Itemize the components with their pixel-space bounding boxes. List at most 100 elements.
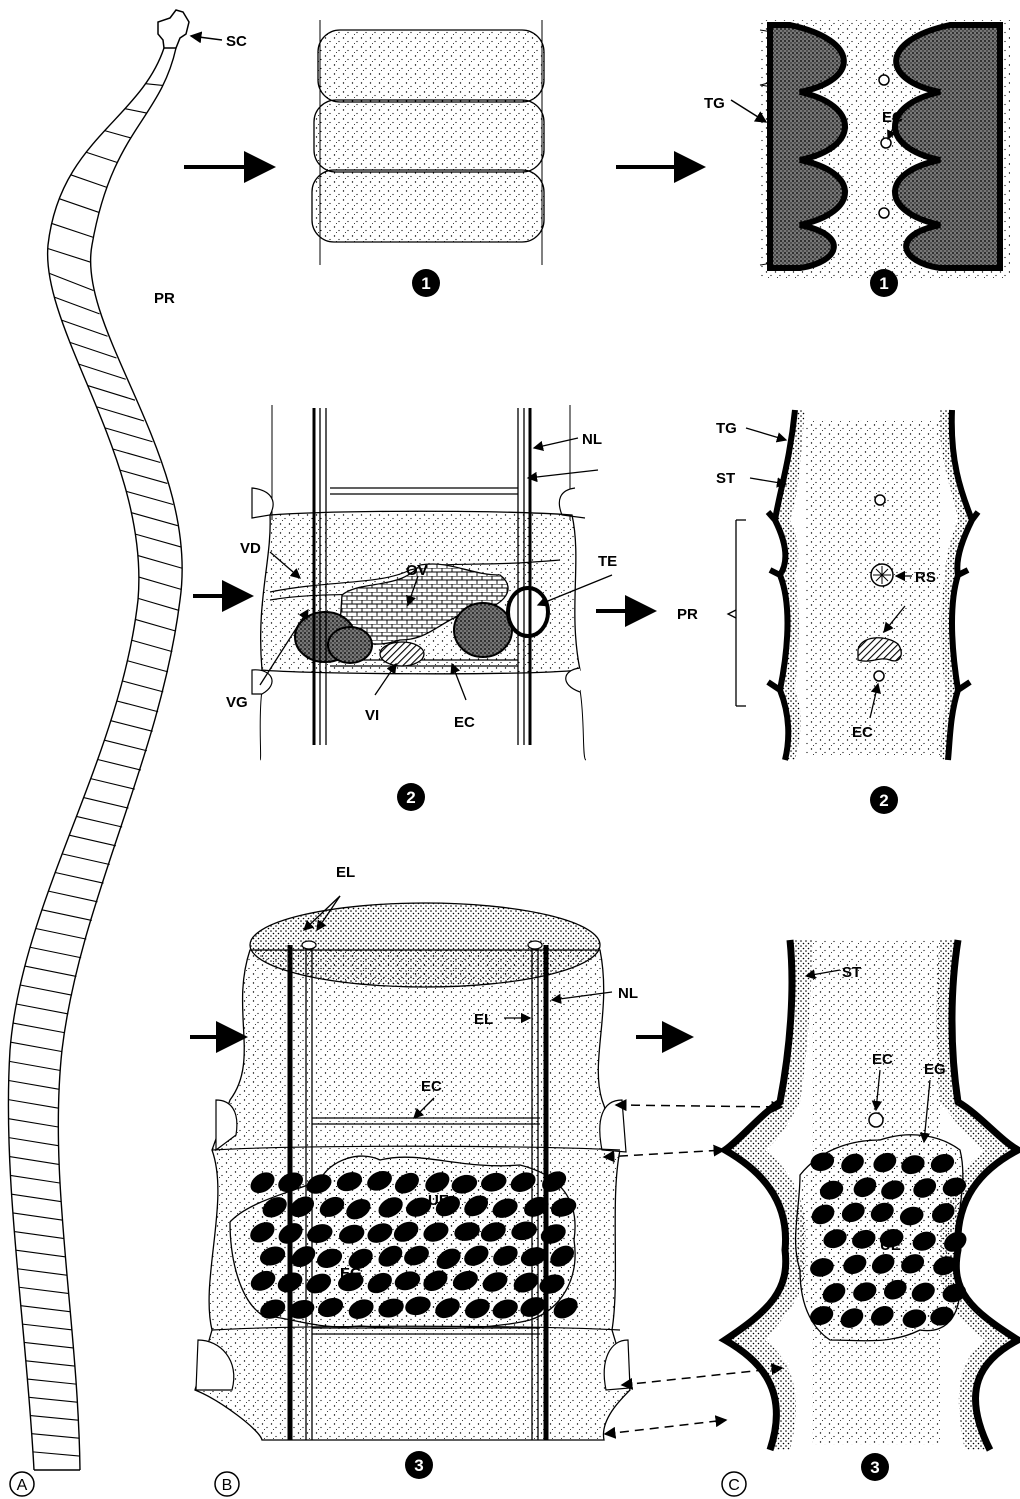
mature-section xyxy=(728,410,978,760)
proglottid-division xyxy=(11,1042,63,1051)
proglottid-division xyxy=(76,816,122,827)
proglottid-division xyxy=(126,491,173,504)
label-nl-2: NL xyxy=(582,431,602,448)
proglottid-division xyxy=(9,1061,60,1070)
proglottid-division xyxy=(48,248,91,262)
label-rs: RS xyxy=(915,569,936,586)
proglottid-division xyxy=(9,1081,60,1090)
proglottid-division xyxy=(9,1138,59,1146)
proglottid-division xyxy=(132,640,172,651)
proglottid-division xyxy=(19,1287,68,1293)
proglottid-division xyxy=(21,1306,70,1312)
label-ec-3c: EC xyxy=(872,1051,893,1068)
label-te: TE xyxy=(598,553,617,570)
proglottid-division xyxy=(10,1175,59,1183)
proglottid-division xyxy=(29,1397,77,1402)
proglottid-division xyxy=(13,1213,62,1220)
proglottid-division xyxy=(88,386,135,401)
label-eg-c: EG xyxy=(924,1061,946,1078)
proglottid-division xyxy=(104,740,146,751)
proglottid-division xyxy=(69,835,116,846)
label-sc: SC xyxy=(226,33,247,50)
excretory-canal xyxy=(879,75,889,85)
proglottid-division xyxy=(70,342,117,358)
panel-a: A xyxy=(17,1477,28,1494)
label-st-2: ST xyxy=(716,470,735,487)
label-el-top: EL xyxy=(336,864,355,881)
proglottid-division xyxy=(105,428,153,442)
proglottid-division xyxy=(122,681,163,692)
proglottid-division xyxy=(146,84,163,86)
proglottid-division xyxy=(71,175,107,188)
proglottid-division xyxy=(14,1232,63,1239)
proglottid-division xyxy=(27,1379,75,1384)
proglottid-division xyxy=(10,1157,59,1165)
proglottid-division xyxy=(16,1004,68,1014)
proglottid-division xyxy=(48,891,97,902)
proglottid-division xyxy=(97,407,144,421)
label-ec-3b: EC xyxy=(421,1078,442,1095)
mature-proglottid xyxy=(193,405,653,760)
strobila-whole-worm xyxy=(8,10,189,1470)
proglottid-division xyxy=(138,598,179,610)
proglottid-division xyxy=(12,1194,61,1201)
proglottid-division xyxy=(113,449,161,463)
label-ec-2c: EC xyxy=(852,724,873,741)
vitellaria-section xyxy=(858,638,901,661)
stage-1-c: 1 xyxy=(879,274,888,293)
proglottid-division xyxy=(105,131,131,138)
panel-letters: A B C xyxy=(10,1472,746,1496)
stage-2-c: 2 xyxy=(879,791,888,810)
panel-b: B xyxy=(222,1477,233,1494)
proglottid-division xyxy=(139,577,182,589)
immature-section xyxy=(616,20,1010,280)
proglottid-division xyxy=(55,873,103,884)
proglottid-division xyxy=(117,701,158,712)
proglottid-division xyxy=(23,1324,72,1330)
label-ec-1: EC xyxy=(882,109,903,126)
label-ec-2b: EC xyxy=(454,714,475,731)
label-nl-3: NL xyxy=(618,985,638,1002)
immature-segments-surface xyxy=(184,20,544,265)
proglottid-division xyxy=(125,109,147,113)
proglottid-division xyxy=(26,1361,75,1366)
proglottid-division xyxy=(52,223,94,237)
proglottid-division xyxy=(32,1434,79,1438)
proglottid-division xyxy=(30,947,81,958)
proglottid-division xyxy=(135,619,176,631)
proglottid-division xyxy=(86,152,117,162)
proglottid-division xyxy=(84,798,129,809)
proglottid-division xyxy=(49,273,93,290)
proglottid-division xyxy=(36,929,87,940)
proglottid-division xyxy=(120,470,167,483)
proglottid-division xyxy=(33,1452,80,1456)
proglottid-division xyxy=(98,760,141,771)
proglottid-division xyxy=(25,966,77,976)
proglottid-division xyxy=(16,1250,65,1257)
stage-3-c: 3 xyxy=(870,1458,879,1477)
gravid-proglottid xyxy=(190,896,690,1440)
gravid-section xyxy=(604,940,1018,1450)
label-tg-1: TG xyxy=(704,95,725,112)
label-ov: OV xyxy=(406,562,428,579)
vitellaria xyxy=(380,642,424,666)
proglottid-division xyxy=(54,297,99,314)
proglottid-division xyxy=(131,513,177,526)
label-pr-b: PR xyxy=(677,606,698,623)
proglottid-division xyxy=(138,556,182,569)
proglottid-division xyxy=(59,199,99,213)
stage-1-b: 1 xyxy=(421,274,430,293)
proglottid-division xyxy=(42,910,92,921)
tegument-right xyxy=(948,410,978,760)
label-pr-a: PR xyxy=(154,290,175,307)
proglottid-division xyxy=(8,1119,58,1127)
label-ue-c: UE xyxy=(880,1237,901,1254)
proglottid-division xyxy=(127,661,168,672)
label-eg-b: EG xyxy=(340,1265,362,1282)
label-el: EL xyxy=(474,1011,493,1028)
stage-2-b: 2 xyxy=(406,788,415,807)
stage-3-b: 3 xyxy=(414,1456,423,1475)
label-tg-2: TG xyxy=(716,420,737,437)
proglottid-division xyxy=(8,1100,58,1109)
proglottid-division xyxy=(91,779,135,790)
